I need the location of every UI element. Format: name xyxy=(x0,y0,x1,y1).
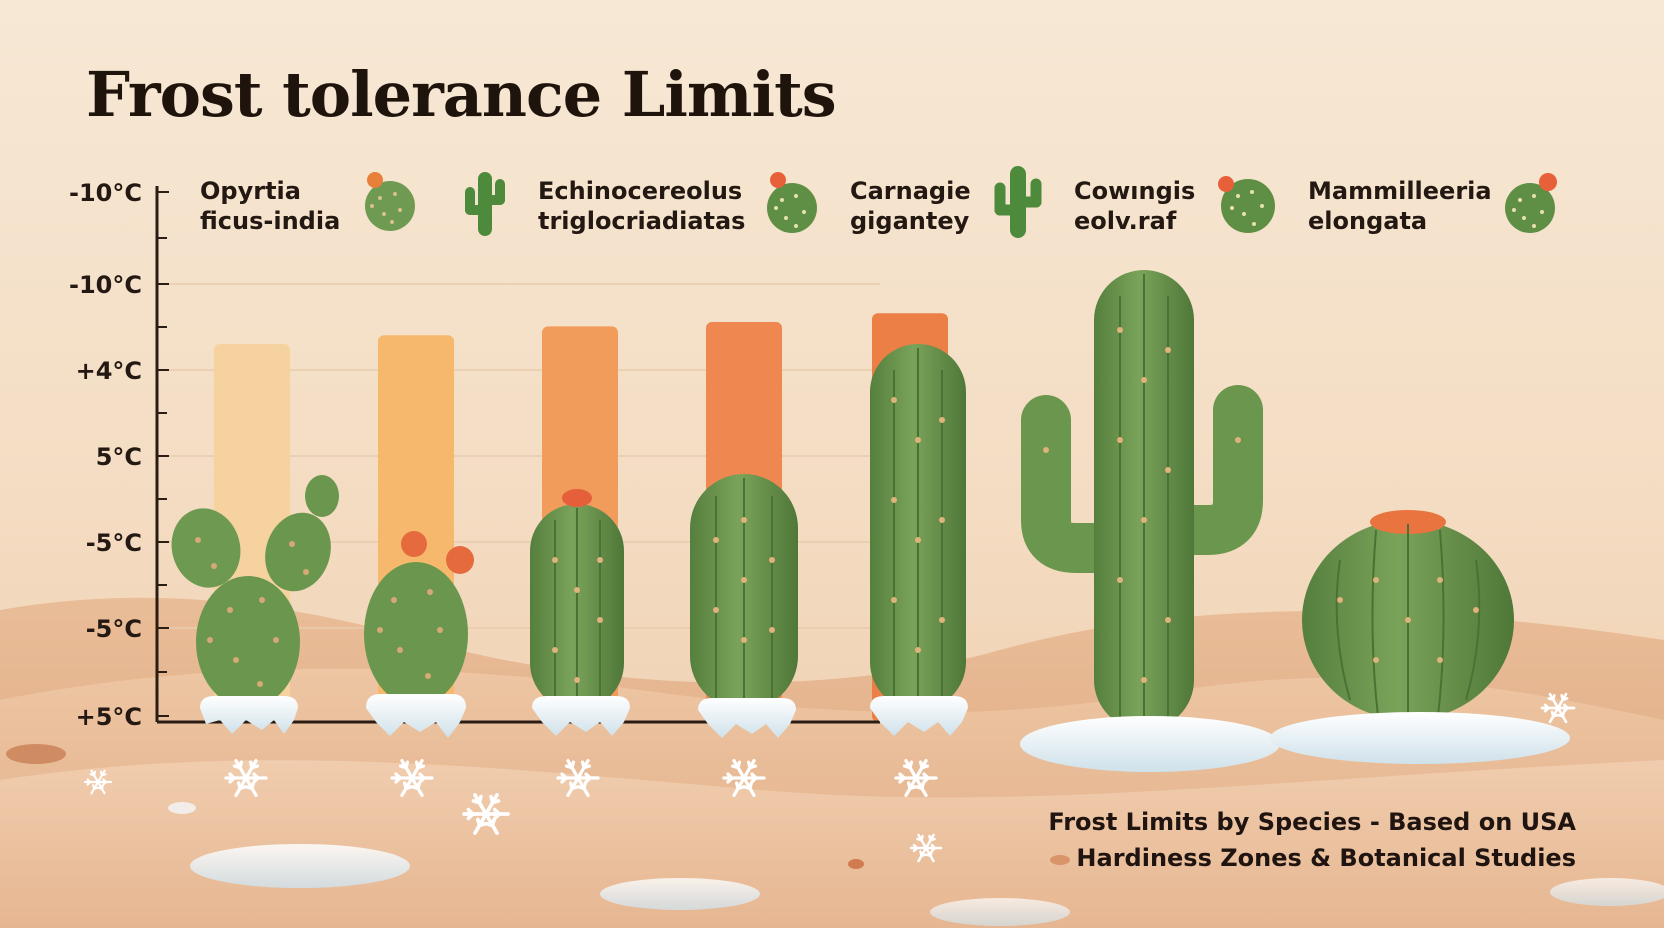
legend-entry-line: Cowıngis xyxy=(1074,177,1196,205)
prickly-pear-cactus xyxy=(171,475,339,708)
dune-front xyxy=(0,760,1664,928)
chart-footnote: Frost Limits by Species - Based on USA H… xyxy=(1048,804,1576,876)
saguaro-cactus-icon xyxy=(465,172,505,236)
y-tick-label: +5°C xyxy=(76,703,142,731)
snow-patches xyxy=(190,694,1664,926)
y-tick-label: -5°C xyxy=(86,529,142,557)
snowflake-icon xyxy=(1540,692,1576,724)
snowflake-icon xyxy=(909,833,943,863)
footnote-line: Hardiness Zones & Botanical Studies xyxy=(1076,844,1576,872)
saguaro-cactus-large xyxy=(1021,270,1263,730)
footnote-line: Frost Limits by Species - Based on USA xyxy=(1048,808,1576,836)
legend-entry-line: gigantey xyxy=(850,207,970,235)
y-tick-label: +4°C xyxy=(76,357,142,385)
legend-entry-3: Carnagie gigantey xyxy=(850,176,971,236)
snowflake-icon xyxy=(390,759,434,797)
snowflake-icon xyxy=(462,793,510,835)
barrel-cactus-large xyxy=(1302,510,1514,720)
legend-entry-line: Echinocereolus xyxy=(538,177,743,205)
legend-entry-line: ficus-india xyxy=(200,207,341,235)
snowflake-icon xyxy=(722,759,766,797)
legend-entry-4: Cowıngis eolv.raf xyxy=(1074,176,1195,236)
pebbles xyxy=(6,744,1070,869)
pad-cactus-with-flowers xyxy=(364,531,474,706)
globe-cactus-icon xyxy=(1505,173,1557,233)
chart-title: Frost tolerance Limits xyxy=(86,58,837,131)
y-tick-label: -10°C xyxy=(69,271,142,299)
legend-entry-line: Mammilleeria xyxy=(1308,177,1492,205)
snowflake-icon xyxy=(224,759,268,797)
cactus-illustrations xyxy=(171,270,1514,730)
barrel-cactus-medium xyxy=(690,474,798,710)
globe-cactus-icon xyxy=(767,172,817,233)
legend-entry-line: eolv.raf xyxy=(1074,207,1177,235)
legend-entry-1: Opyrtia ficus-india xyxy=(200,176,340,236)
legend-entry-line: Opyrtia xyxy=(200,177,301,205)
legend-icons xyxy=(365,166,1557,238)
y-tick-label: 5°C xyxy=(96,443,142,471)
legend-entry-line: elongata xyxy=(1308,207,1428,235)
column-cactus-small xyxy=(530,489,624,710)
legend-entry-5: Mammilleeria elongata xyxy=(1308,176,1492,236)
y-tick-label: -10°C xyxy=(69,179,142,207)
y-tick-label: -5°C xyxy=(86,615,142,643)
snowflake-icon xyxy=(556,759,600,797)
globe-cactus-icon xyxy=(1218,176,1275,233)
legend-entry-line: Carnagie xyxy=(850,177,971,205)
snowflake-icon xyxy=(894,759,938,797)
globe-cactus-icon xyxy=(365,172,415,231)
saguaro-cactus-icon xyxy=(994,166,1042,238)
legend-entry-2: Echinocereolus triglocrı̇adiatas xyxy=(538,176,745,236)
snowflake-icon xyxy=(83,769,113,795)
column-cactus-tall xyxy=(870,344,966,710)
legend-entry-line: triglocrı̇adiatas xyxy=(538,207,746,235)
